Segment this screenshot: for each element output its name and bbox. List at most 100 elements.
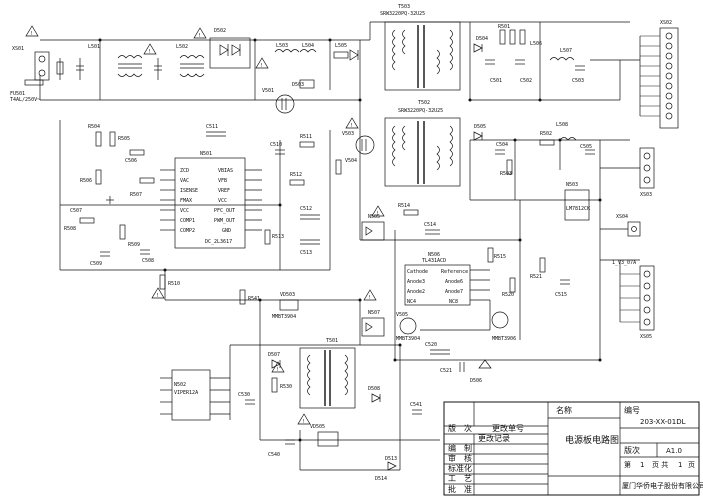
regulator-n503: N503 LM7812CK [564,182,590,221]
c503-label: C503 [572,78,584,84]
n501-pin-r3: VREF [218,188,230,194]
c501-label: C501 [490,78,502,84]
n506-pin-r2: Anode6 [445,279,463,285]
c510-label: C510 [270,142,282,148]
xs01-label: XS01 [12,46,24,52]
tb-role-1: 编 制 [448,443,472,453]
c506-label: C506 [125,158,137,164]
r530-label: R530 [280,384,292,390]
l505-label: L505 [335,43,347,49]
t502-part: SRW3220PQ-32U25 [398,108,443,114]
n506-part: TL431ACD [422,258,446,264]
warning-icon: ! [156,293,159,299]
mosfets: V501 V503 V504 R511 R512 C510 C511 C512 … [206,88,375,256]
connector-xs03: XS03 [600,147,655,198]
n501-pin-r6: PWM_OUT [214,218,235,224]
n506-pin-r4: NC8 [449,299,458,305]
n501-pin-l6: COMP1 [180,218,195,224]
mmbt-label: MMBT3904 [396,336,420,342]
c521-label: C521 [440,368,452,374]
t503-part: SRW3220PQ-32U25 [380,11,425,17]
tb-change-version: 版 次 [448,423,472,433]
connector-xs01: XS01 FU501 T4AL/250V~ [10,46,50,103]
c520-label: C520 [425,342,437,348]
r507-label: R507 [130,192,142,198]
d508-label: D508 [368,386,380,392]
l502-label: L502 [176,44,188,50]
n503-part: LM7812CK [566,206,590,212]
warning-icon: ! [260,63,263,69]
tb-drawing-title: 电源板电路图 [565,434,619,446]
r505-label: R505 [118,136,130,142]
n506-pin-l2: Anode3 [407,279,425,285]
n505-label: N505 [368,214,380,220]
n506-pin-l3: Anode2 [407,289,425,295]
n506-pin-l4: NC4 [407,299,416,305]
n501-pin-l7: COMP2 [180,228,195,234]
n501-pin-r5: PFC_OUT [214,208,235,214]
fuse-label: FU501 [10,91,25,97]
d514-label: D514 [375,476,387,482]
v504-label: V504 [345,158,357,164]
feedback-section: N505 R514 C514 N506 TL431ACD Cathode Ano… [361,203,570,384]
r512-label: R512 [290,172,302,178]
r510-label: R510 [168,281,180,287]
v503-label: V503 [342,131,354,137]
n506-label: N506 [428,252,440,258]
warning-icon: ! [350,123,353,129]
input-filter: L501 L502 [56,44,205,80]
n501-periphery: R504 R505 C506 R506 R507 C507 R508 R509 … [64,124,180,290]
c541-label: C541 [410,402,422,408]
l508-label: L508 [556,122,568,128]
v501-label: V501 [262,88,274,94]
n501-label: N501 [200,151,212,157]
tb-change-record: 更改记录 [478,433,510,443]
c502-label: C502 [520,78,532,84]
c515-label: C515 [555,292,567,298]
c513-label: C513 [300,250,312,256]
standby-section: T501 N502 VIPER12A D507 R530 C530 D508 V… [160,289,422,482]
v505-label: V505 [396,312,408,318]
r541-label: R541 [248,296,260,302]
n506-pin-r3: Anode7 [445,289,463,295]
t502-label: T502 [418,100,430,106]
warning-icon: ! [148,49,151,55]
xs05-vlabel: 1_V3_07A [612,260,636,266]
r502-label: R502 [540,131,552,137]
c509-label: C509 [90,261,102,267]
tb-number-label: 编号 [624,405,640,415]
ic-n501: N501 ZCD VAC ISENSE FMAX VCC COMP1 COMP2… [160,151,262,249]
l504-label: L504 [302,43,314,49]
n502-label: N502 [174,382,186,388]
c540-label: C540 [268,452,280,458]
mmbt-label-2: MMBT3904 [272,314,296,320]
t501-label: T501 [326,338,338,344]
r501-label: R501 [498,24,510,30]
title-block: 名称 编号 203-XX-01DL 电源板电路图 版次 A1.0 第 1 页 共… [443,401,703,496]
r504-label: R504 [88,124,100,130]
l501-label: L501 [88,44,100,50]
d505-label: D505 [474,124,486,130]
d504-label: D504 [476,36,488,42]
c530-label: C530 [238,392,250,398]
n507-label: N507 [368,310,380,316]
r506-label: R506 [80,178,92,184]
r520-label: R520 [502,292,514,298]
connector-xs04: XS04 [600,214,641,237]
r514-label: R514 [398,203,410,209]
tb-role-3: 标准化 [448,463,472,473]
tb-revision-label: 版次 [624,445,640,455]
warning-marks: ! ! ! ! ! ! ! ! ! ! [25,25,385,425]
warning-icon: ! [30,31,33,37]
tb-change-number: 更改单号 [492,423,524,433]
warning-icon: ! [368,295,371,301]
n501-pin-l2: VAC [180,178,189,184]
n506-pin-r1: Reference [441,269,468,275]
c504-label: C504 [496,142,508,148]
n501-pin-l5: VCC [180,208,189,214]
r509-label: R509 [128,242,140,248]
transformer-t502: T502 SRW3220PQ-32U25 [384,100,461,187]
fuse-rating: T4AL/250V~ [10,97,40,103]
r515-label: R515 [494,254,506,260]
tb-company: 厦门华侨电子股份有限公司 [622,481,703,490]
